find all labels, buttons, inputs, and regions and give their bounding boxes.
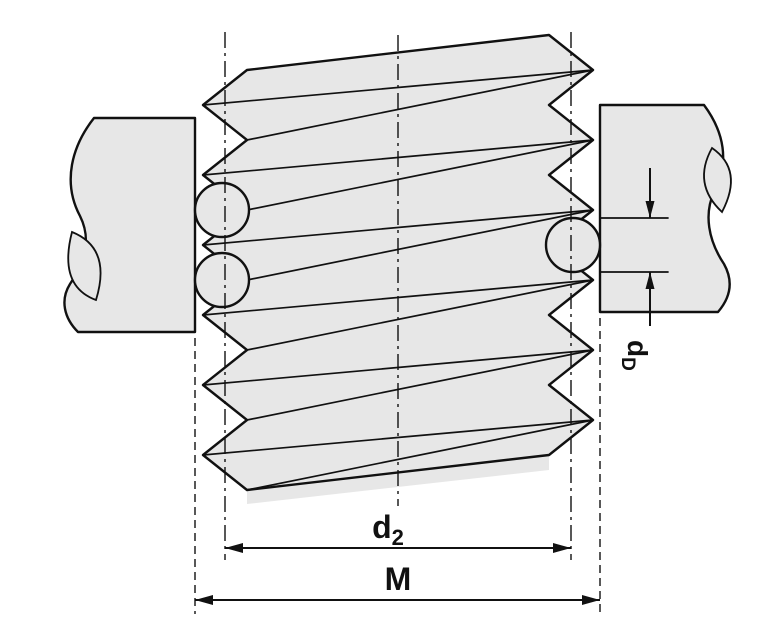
thread-flank-line	[202, 419, 594, 456]
dd-label: dD	[617, 340, 653, 371]
dd-arrow-bottom	[645, 272, 655, 289]
thread-flank-line	[246, 419, 594, 491]
d2-label-base: d	[372, 509, 392, 545]
dd-label-sub: D	[617, 357, 638, 371]
left-anvil-break-lens	[67, 230, 102, 302]
m-label: M	[385, 561, 412, 597]
measuring-wire-left-top	[193, 181, 251, 239]
d2-label: d2	[372, 509, 404, 550]
thread-flank-line	[246, 349, 594, 421]
thread-flank-line	[246, 69, 594, 141]
d2-label-sub: 2	[392, 525, 404, 550]
measuring-wire-left-bottom	[193, 251, 251, 309]
dd-arrow-top	[645, 201, 655, 218]
thread-flank-line	[202, 209, 594, 246]
right-anvil-block	[598, 103, 731, 314]
dd-label-group: dD	[617, 340, 653, 371]
measuring-wire-right	[544, 216, 602, 274]
thread-flank-line	[246, 209, 594, 281]
m-arrow-right	[582, 595, 600, 605]
right-anvil-break-lens	[703, 146, 732, 214]
d2-arrow-left	[225, 543, 243, 553]
dd-label-base: d	[622, 340, 653, 357]
left-anvil-block	[63, 116, 197, 334]
m-arrow-left	[195, 595, 213, 605]
d2-arrow-right	[553, 543, 571, 553]
thread-flank-line	[246, 139, 594, 211]
thread-flank-line	[246, 279, 594, 351]
